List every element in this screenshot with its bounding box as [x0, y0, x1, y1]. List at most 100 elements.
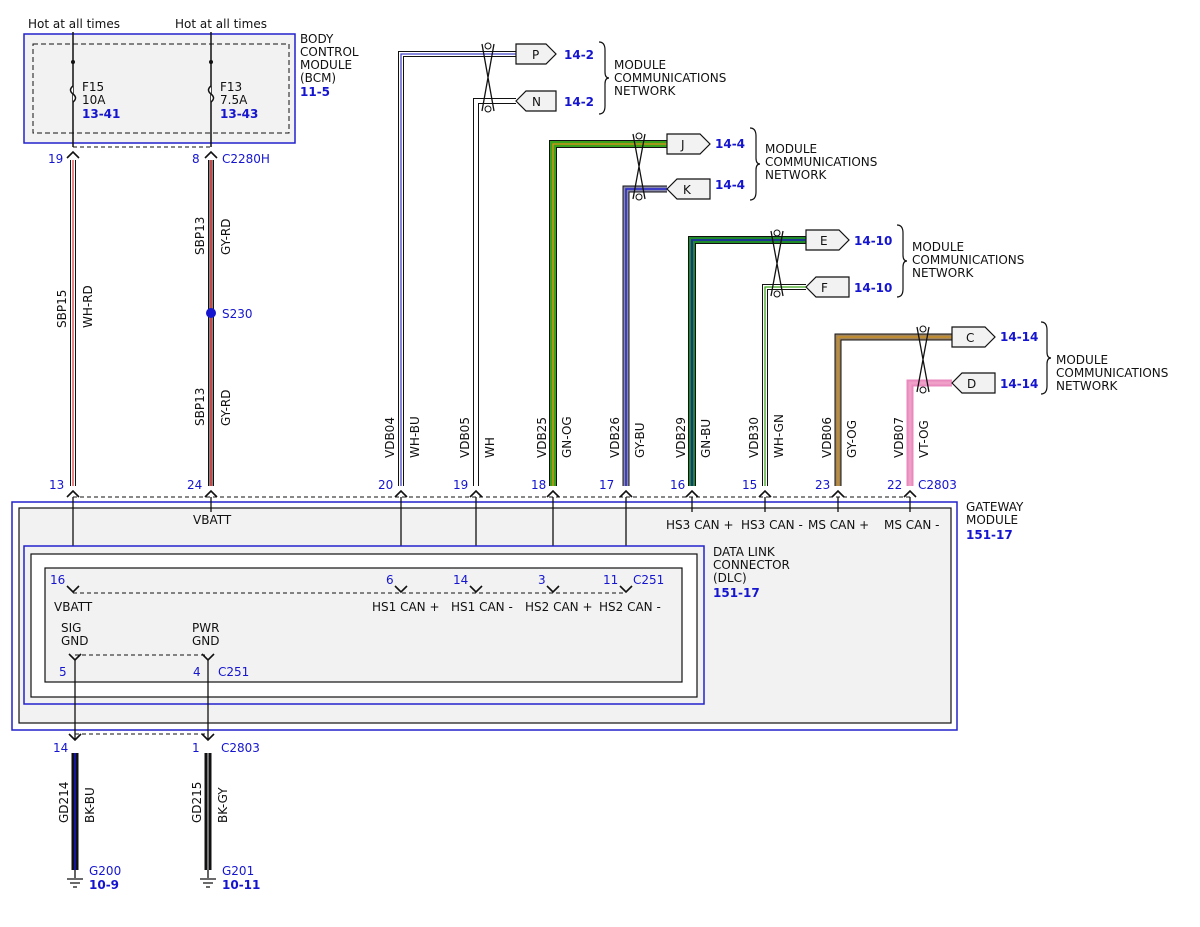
sbp15-circuit: SBP15 — [55, 290, 69, 328]
vdb25-circuit: VDB25 — [535, 417, 549, 458]
svg-text:COMMUNICATIONS: COMMUNICATIONS — [912, 253, 1024, 267]
vdb29-color: GN-BU — [699, 419, 713, 458]
network-label-1: MODULE COMMUNICATIONS NETWORK — [598, 41, 726, 115]
gateway-pin-17: 17 — [599, 478, 614, 492]
dlc-hs2-plus: HS2 CAN + — [525, 600, 593, 614]
connector-p-id: P — [532, 48, 539, 62]
connector-e-id: E — [820, 234, 828, 248]
dlc-pwr-gnd-2: GND — [192, 634, 220, 648]
sbp15-color: WH-RD — [81, 285, 95, 328]
connector-e-ref: 14-10 — [854, 234, 892, 248]
network-label-3: MODULE COMMUNICATIONS NETWORK — [896, 224, 1024, 298]
network-label-2: MODULE COMMUNICATIONS NETWORK — [749, 127, 877, 201]
vdb-labels: VDB04 WH-BU VDB05 WH VDB25 GN-OG VDB26 G… — [383, 414, 931, 458]
bcm-module: BODY CONTROL MODULE (BCM) 11-5 — [23, 32, 359, 144]
connector-p-ref: 14-2 — [564, 48, 594, 62]
wire-vdb05 — [473, 98, 516, 486]
gateway-title-1: GATEWAY — [966, 500, 1024, 514]
dlc-sig-gnd-1: SIG — [61, 621, 81, 635]
gateway-vbatt: VBATT — [193, 513, 232, 527]
connector-d[interactable]: D 14-14 — [951, 372, 1038, 394]
gateway-pin-20: 20 — [378, 478, 393, 492]
network-label-4: MODULE COMMUNICATIONS NETWORK — [1040, 321, 1168, 395]
dlc-pin-4: 4 — [193, 665, 201, 679]
vdb06-circuit: VDB06 — [820, 417, 834, 458]
sbp13-lower-circuit: SBP13 — [193, 388, 207, 426]
connector-n-id: N — [532, 95, 541, 109]
gateway-connector-label: C2803 — [918, 478, 957, 492]
gateway-pin-22: 22 — [887, 478, 902, 492]
wire-vdb26 — [622, 185, 667, 486]
dlc-vbatt: VBATT — [54, 600, 93, 614]
connector-f-id: F — [821, 281, 828, 295]
connector-f[interactable]: F 14-10 — [805, 276, 892, 298]
bcm-title-4: (BCM) — [300, 71, 336, 85]
vdb07-circuit: VDB07 — [892, 417, 906, 458]
vdb25-color: GN-OG — [560, 416, 574, 458]
bcm-pin-8: 8 — [192, 152, 200, 166]
bcm-pin-19: 19 — [48, 152, 63, 166]
wire-vdb07 — [906, 379, 952, 486]
connector-p[interactable]: P 14-2 — [515, 43, 594, 65]
dlc-pwr-gnd-1: PWR — [192, 621, 219, 635]
gd214-circuit: GD214 — [57, 782, 71, 823]
vdb29-circuit: VDB29 — [674, 417, 688, 458]
connector-j-id: J — [680, 138, 685, 152]
wire-vdb29 — [688, 236, 806, 486]
vdb05-circuit: VDB05 — [458, 417, 472, 458]
fuse-f13-rating: 7.5A — [220, 93, 248, 107]
connector-k-ref: 14-4 — [715, 178, 745, 192]
connector-c-id: C — [966, 331, 974, 345]
dlc-pin-11: 11 — [603, 573, 618, 587]
gateway-pin-13: 13 — [49, 478, 64, 492]
dlc-hs1-minus: HS1 CAN - — [451, 600, 513, 614]
connector-e[interactable]: E 14-10 — [805, 229, 892, 251]
ground-g200-ref: 10-9 — [89, 878, 119, 892]
fuse-f13-ref: 13-43 — [220, 107, 258, 121]
connector-n[interactable]: N 14-2 — [515, 90, 594, 112]
dlc-hs2-minus: HS2 CAN - — [599, 600, 661, 614]
connector-k[interactable]: K 14-4 — [666, 178, 745, 200]
wire-vdb06 — [834, 333, 952, 486]
hot-label-right: Hot at all times — [175, 17, 267, 31]
dlc-ref: 151-17 — [713, 586, 760, 600]
dlc-sig-gnd-2: GND — [61, 634, 89, 648]
connector-c[interactable]: C 14-14 — [951, 326, 1038, 348]
gateway-pin-23: 23 — [815, 478, 830, 492]
ground-g200: G200 — [89, 864, 121, 878]
gd215-color: BK-GY — [216, 787, 230, 823]
connector-j[interactable]: J 14-4 — [666, 133, 745, 155]
dlc-pin-5: 5 — [59, 665, 67, 679]
svg-text:COMMUNICATIONS: COMMUNICATIONS — [1056, 366, 1168, 380]
dlc-gnd-connector-label: C251 — [218, 665, 249, 679]
vdb04-color: WH-BU — [408, 416, 422, 458]
gd214-color: BK-BU — [83, 787, 97, 823]
vdb30-circuit: VDB30 — [747, 417, 761, 458]
dlc-hs1-plus: HS1 CAN + — [372, 600, 440, 614]
bcm-title-2: CONTROL — [300, 45, 359, 59]
vdb07-color: VT-OG — [917, 420, 931, 458]
connector-n-ref: 14-2 — [564, 95, 594, 109]
wire-gd215 — [200, 753, 216, 888]
fuse-f13-name: F13 — [220, 80, 242, 94]
connector-d-ref: 14-14 — [1000, 377, 1038, 391]
sbp13-lower-color: GY-RD — [219, 389, 233, 426]
dlc-connector: DATA LINK CONNECTOR (DLC) 151-17 — [23, 545, 790, 705]
fuse-f15-rating: 10A — [82, 93, 106, 107]
gateway-can-ms-plus: MS CAN + — [808, 518, 869, 532]
ground-pin-14: 14 — [53, 741, 68, 755]
bcm-title-1: BODY — [300, 32, 334, 46]
wire-vdb25 — [549, 140, 667, 486]
vdb04-circuit: VDB04 — [383, 417, 397, 458]
svg-text:COMMUNICATIONS: COMMUNICATIONS — [765, 155, 877, 169]
splice-s230-dot — [206, 308, 216, 318]
bcm-ref: 11-5 — [300, 85, 330, 99]
vdb26-color: GY-BU — [633, 422, 647, 458]
dlc-title-3: (DLC) — [713, 571, 747, 585]
gateway-pin-19: 19 — [453, 478, 468, 492]
gateway-ref: 151-17 — [966, 528, 1013, 542]
dlc-connector-label: C251 — [633, 573, 664, 587]
wire-gd214 — [67, 753, 83, 888]
ground-pin-1: 1 — [192, 741, 200, 755]
